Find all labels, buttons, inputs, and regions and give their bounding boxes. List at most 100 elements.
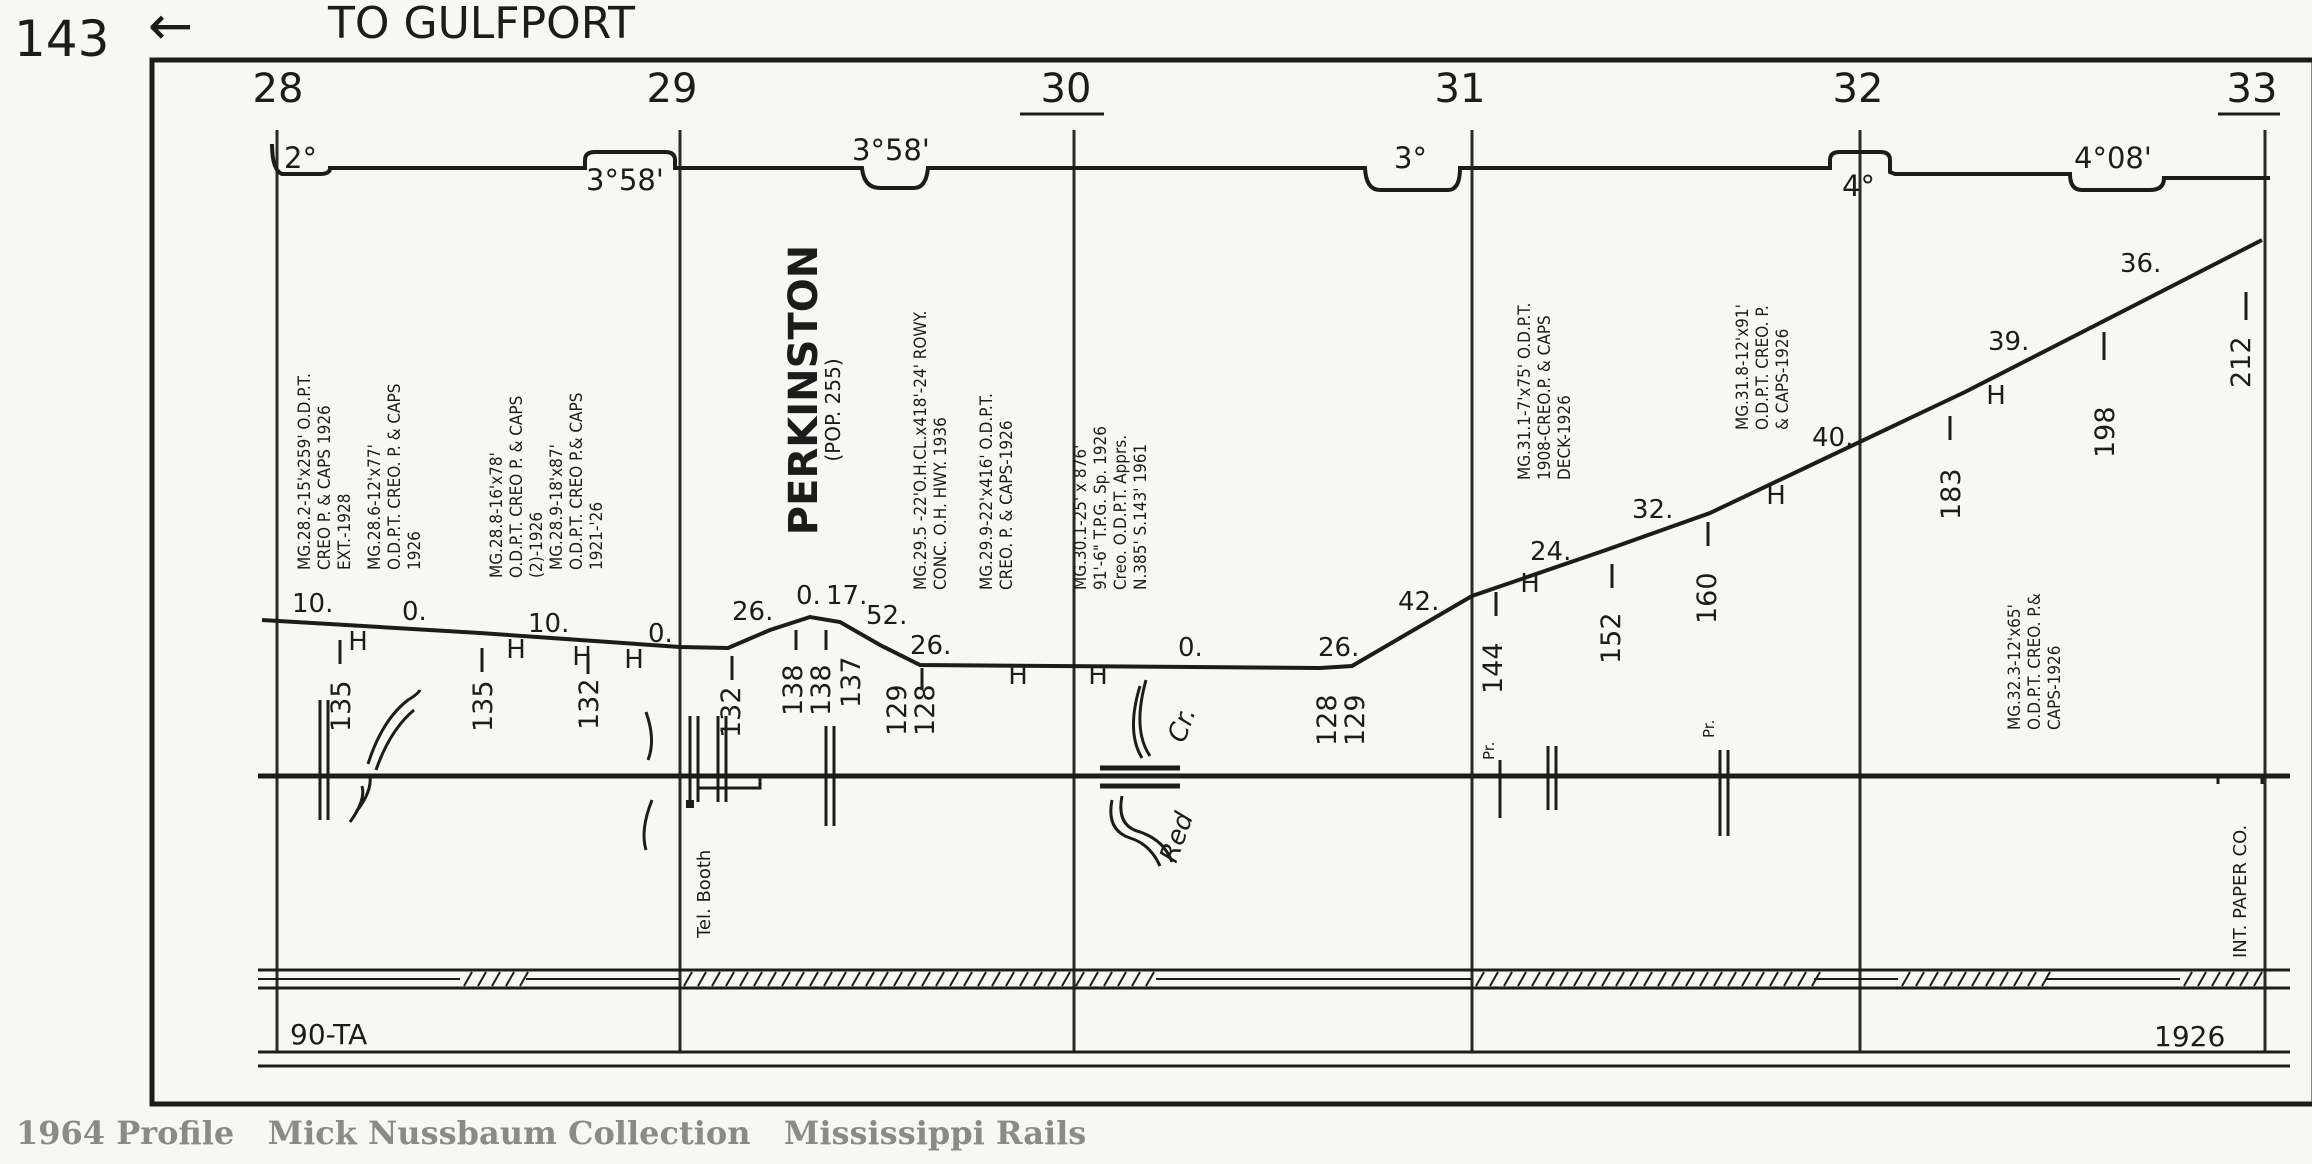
elevation-11: 129 (1340, 694, 1371, 746)
rail-hatch (1727, 971, 1737, 987)
grade-17: 36. (2120, 249, 2161, 279)
curve-label-1: 2° (284, 141, 317, 175)
bridge-marker: H (506, 635, 526, 665)
rail-hatch (921, 971, 931, 987)
milepost-33: 33 (2227, 66, 2278, 112)
grade-8: 52. (866, 601, 907, 631)
bridge-markers: H H H H H H H H H (348, 381, 2006, 691)
rail-hatch (893, 971, 903, 987)
bridge-note-4: MG.28.9-18'x87'O.D.P.T. CREO P.& CAPS192… (547, 393, 607, 570)
rail-hatch (1811, 971, 1821, 987)
int-paper-marker (2216, 774, 2264, 784)
curve-label-5: 4° (1842, 169, 1875, 203)
rail-hatch (1901, 971, 1911, 987)
bridge-piers (318, 700, 1730, 836)
bridge-note-6: MG.29.9-22'x416' O.D.P.T.CREO. P. & CAPS… (977, 393, 1017, 590)
rail-hatch (823, 971, 833, 987)
int-paper-label: INT. PAPER CO. (2230, 825, 2251, 958)
bridge-note-7: MG.30.1-25' x 876'91'-6" T.P.G. Sp. 1926… (1071, 426, 1151, 590)
rail-hatch (519, 971, 529, 987)
rail-hatch (1587, 971, 1597, 987)
rail-hatch (1573, 971, 1583, 987)
rail-hatch (1971, 971, 1981, 987)
rail-hatch (767, 971, 777, 987)
milepost-31: 31 (1435, 66, 1486, 112)
pr-mark-2: Pr. (1700, 720, 1718, 738)
rail-hatch (1531, 971, 1541, 987)
curve-label-6: 4°08' (2074, 141, 2152, 175)
rail-band (258, 968, 2290, 990)
elevation-labels: 135 135 132 132 138 138 137 129 128 128 … (326, 336, 2257, 746)
milepost-lines (275, 130, 2267, 1052)
rail-hatch (809, 971, 819, 987)
grade-16: 39. (1988, 327, 2029, 357)
rail-hatch (725, 971, 735, 987)
rail-weight: 90-TA (290, 1018, 367, 1051)
rail-hatch (463, 971, 473, 987)
town-name: PERKINSTON (781, 245, 827, 535)
rail-hatch (753, 971, 763, 987)
rail-hatch (1783, 971, 1793, 987)
rail-hatch (879, 971, 889, 987)
grade-1: 10. (292, 589, 333, 619)
curvature-line (270, 143, 2270, 192)
curve-label-2: 3°58' (586, 163, 664, 197)
rail-hatch (2225, 971, 2235, 987)
direction-label: TO GULFPORT (327, 0, 635, 49)
bridge-note-9: MG.31.8-12'x91'O.D.P.T. CREO. P.& CAPS-1… (1733, 304, 1793, 430)
rail-hatch (865, 971, 875, 987)
rail-hatch (2027, 971, 2037, 987)
rail-hatch (1601, 971, 1611, 987)
elevation-3: 132 (574, 678, 605, 730)
tel-booth-marker (686, 800, 694, 808)
rail-hatch (2253, 971, 2263, 987)
rail-hatch (1755, 971, 1765, 987)
stream-label-cr: Cr. (1162, 703, 1202, 746)
elevation-4: 132 (716, 686, 747, 738)
overpass-mark (696, 776, 762, 790)
rail-hatch (1033, 971, 1043, 987)
rail-hatch (1685, 971, 1695, 987)
rail-hatch (1117, 971, 1127, 987)
elevation-13: 152 (1596, 612, 1627, 664)
pr-mark-1: Pr. (1480, 742, 1498, 760)
elevation-1: 135 (326, 680, 357, 732)
grade-7: 17. (826, 581, 867, 611)
bridge-marker: H (1008, 661, 1028, 691)
town-population: (POP. 255) (821, 358, 845, 461)
rail-hatch (1503, 971, 1513, 987)
rail-hatch (1061, 971, 1071, 987)
rail-hatch (1699, 971, 1709, 987)
elevation-14: 160 (1692, 572, 1723, 624)
rail-hatch (1089, 971, 1099, 987)
bridge-note-5: MG.29.5 -22'O.H.CL.x418'-24' ROWY.CONC. … (911, 311, 951, 590)
rail-hatch (977, 971, 987, 987)
rail-hatch (2183, 971, 2193, 987)
rail-hatch (2197, 971, 2207, 987)
grade-14: 32. (1632, 495, 1673, 525)
grade-12: 42. (1398, 587, 1439, 617)
elevation-2: 135 (468, 680, 499, 732)
rail-hatch (1957, 971, 1967, 987)
rail-hatch (1131, 971, 1141, 987)
bridge-note-3: MG.28.8-16'x78'O.D.P.T. CREO P. & CAPS(2… (487, 396, 547, 578)
rail-hatch (711, 971, 721, 987)
rail-hatch (1769, 971, 1779, 987)
bridge-marker: H (1520, 569, 1540, 599)
elevation-9: 128 (910, 684, 941, 736)
rail-hatch (1713, 971, 1723, 987)
elevation-5: 138 (778, 664, 809, 716)
rail-hatch (697, 971, 707, 987)
rail-hatch (1075, 971, 1085, 987)
elevation-12: 144 (1478, 642, 1509, 694)
stream-drawings (348, 679, 1174, 867)
direction-arrow: ← (148, 0, 193, 57)
rail-hatch (1145, 971, 1155, 987)
rail-hatch (505, 971, 515, 987)
stream-label-red: Red (1154, 808, 1200, 866)
rail-hatch (1019, 971, 1029, 987)
bridge-note-8: MG.31.1-7'x75' O.D.P.T.1908-CREO.P. & CA… (1515, 303, 1575, 480)
rail-hatch (1545, 971, 1555, 987)
rail-hatch (2041, 971, 2051, 987)
